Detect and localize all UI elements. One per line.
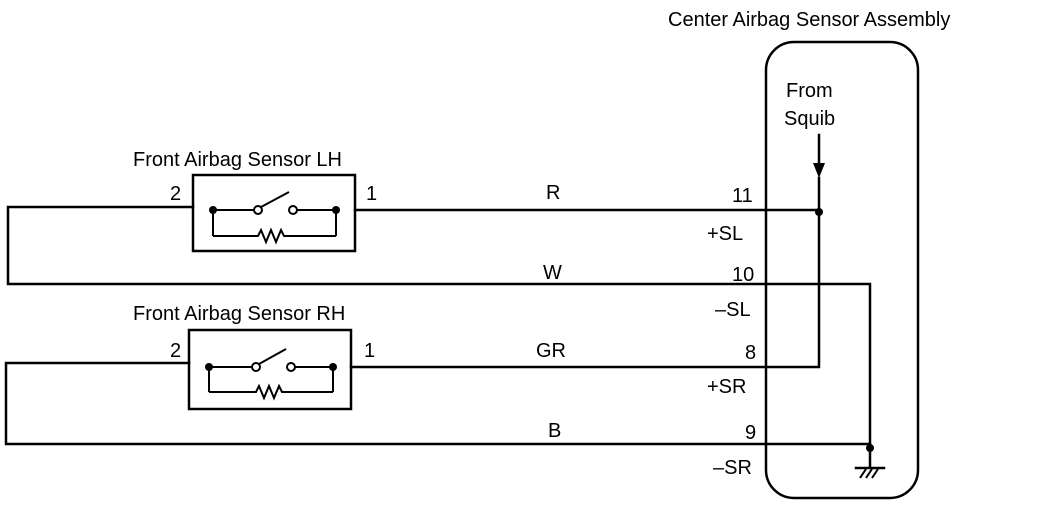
wire-w-label: W: [543, 262, 562, 284]
sensor-lh-title: Front Airbag Sensor LH: [133, 149, 342, 171]
squib-arrow-icon: [813, 163, 825, 178]
sensor-lh-switch: [209, 191, 340, 245]
squib-label-from: From: [786, 80, 833, 102]
signal-minus-sr: –SR: [713, 457, 752, 479]
sensor-rh-pin-1: 1: [364, 340, 375, 362]
sensor-rh-switch: [205, 348, 337, 401]
wire-b: [4, 361, 872, 446]
assembly-box: [764, 40, 920, 500]
sensor-rh-title: Front Airbag Sensor RH: [133, 303, 345, 325]
squib-label-squib: Squib: [784, 108, 835, 130]
wire-gr-label: GR: [536, 340, 566, 362]
wire-r-label: R: [546, 182, 560, 204]
terminal-8: 8: [745, 342, 756, 364]
terminal-11: 11: [732, 185, 753, 207]
sensor-lh-pin-1: 1: [366, 183, 377, 205]
terminal-9: 9: [745, 422, 756, 444]
wire-gr: [349, 210, 821, 369]
ground-icon: [854, 446, 886, 479]
signal-plus-sl: +SL: [707, 223, 743, 245]
sensor-rh-pin-2: 2: [170, 340, 181, 362]
sensor-lh-box: [191, 173, 357, 253]
assembly-title: Center Airbag Sensor Assembly: [668, 9, 950, 31]
signal-minus-sl: –SL: [715, 299, 751, 321]
wire-b-label: B: [548, 420, 561, 442]
sensor-rh-box: [187, 328, 353, 411]
sensor-lh-pin-2: 2: [170, 183, 181, 205]
wire-w: [6, 205, 872, 452]
signal-plus-sr: +SR: [707, 376, 746, 398]
terminal-10: 10: [732, 264, 754, 286]
